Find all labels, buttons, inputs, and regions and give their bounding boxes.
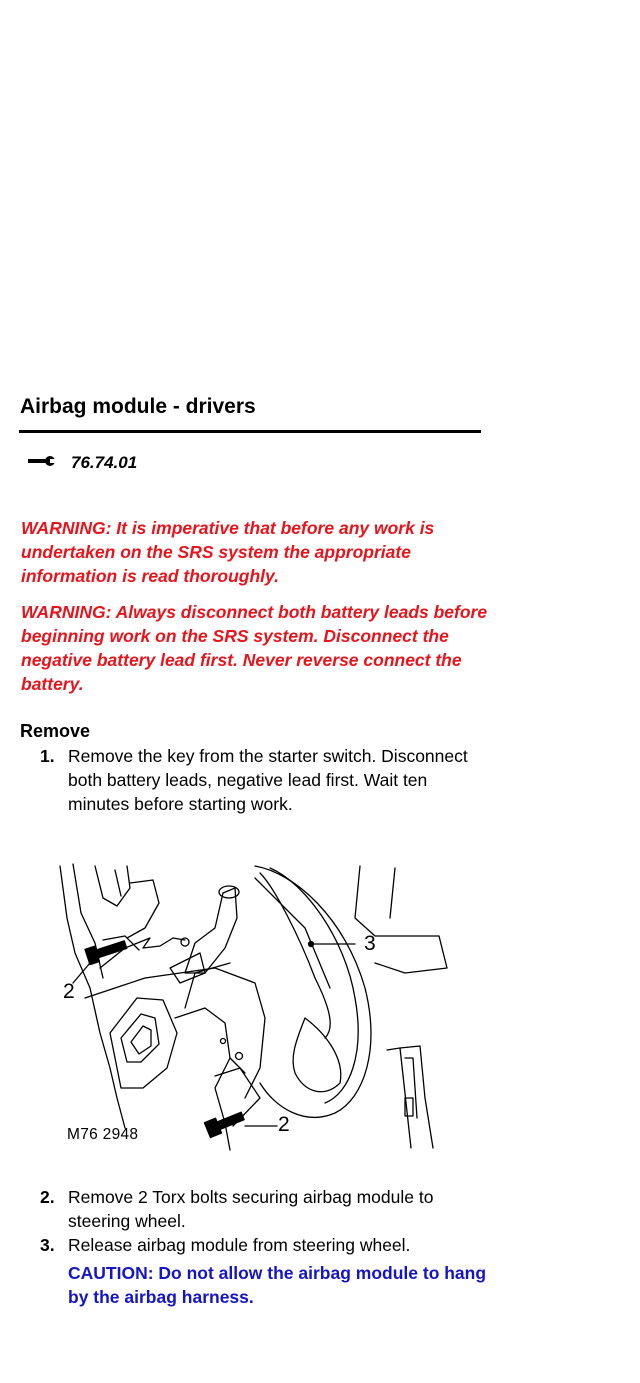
step-text: Remove the key from the starter switch. … bbox=[68, 746, 468, 814]
page-title: Airbag module - drivers bbox=[20, 395, 256, 418]
steering-column-illustration: 2 2 3 M76 2948 bbox=[55, 858, 450, 1153]
callout-2-lower: 2 bbox=[278, 1113, 290, 1136]
step-number: 3. bbox=[40, 1235, 55, 1255]
title-divider bbox=[19, 430, 481, 433]
callout-2-upper: 2 bbox=[63, 980, 75, 1003]
remove-heading: Remove bbox=[20, 721, 91, 741]
operation-code: 76.74.01 bbox=[71, 453, 138, 472]
step-number: 1. bbox=[40, 746, 55, 766]
line-drawing bbox=[59, 863, 448, 1151]
step-text: Release airbag module from steering whee… bbox=[68, 1235, 411, 1255]
warning-srs-information: WARNING: It is imperative that before an… bbox=[21, 518, 435, 586]
callout-3: 3 bbox=[364, 932, 376, 955]
wrench-icon bbox=[28, 456, 58, 466]
warning-battery-disconnect: WARNING: Always disconnect both battery … bbox=[21, 602, 488, 694]
step-text: Remove 2 Torx bolts securing airbag modu… bbox=[68, 1187, 434, 1231]
figure-id: M76 2948 bbox=[67, 1126, 139, 1143]
caution-airbag-harness: CAUTION: Do not allow the airbag module … bbox=[68, 1263, 487, 1307]
step-number: 2. bbox=[40, 1187, 55, 1207]
